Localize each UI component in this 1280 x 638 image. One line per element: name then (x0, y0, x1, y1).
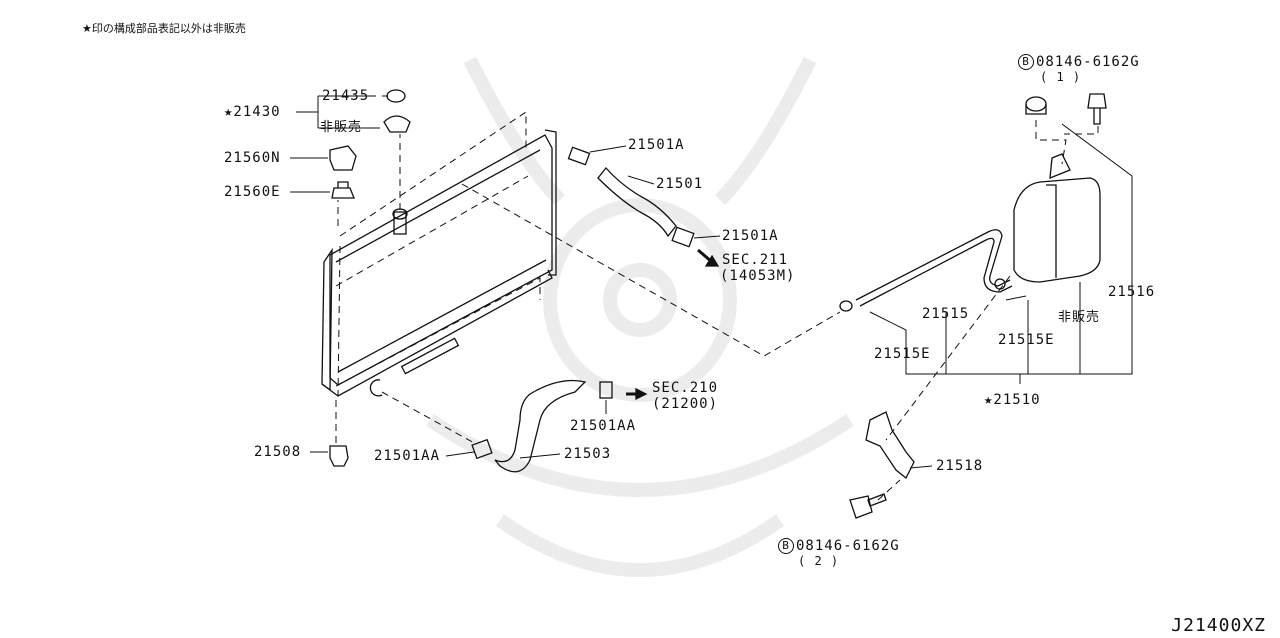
label-sec211-ref: (14053M) (720, 268, 796, 284)
overflow-hose (855, 229, 1011, 301)
label-21516: 21516 (1108, 284, 1156, 300)
label-21518: 21518 (936, 458, 984, 474)
hose-clamp-mid (671, 226, 695, 248)
hose-clip-21515E-right (994, 278, 1006, 290)
label-not-sold-tank: 非販売 (1058, 310, 1101, 325)
diagram-code: J21400XZ (1171, 615, 1266, 636)
label-21515: 21515 (922, 306, 970, 322)
drain-plug-21508 (329, 445, 349, 467)
bolt-top-number: 08146-6162G (1036, 54, 1140, 70)
label-not-sold-cap: 非販売 (320, 120, 363, 135)
mount-clip-21560N (329, 145, 357, 171)
reservoir-tank (1013, 96, 1101, 283)
label-21515E-right: 21515E (998, 332, 1055, 348)
bolt-top-circle: B (1018, 54, 1034, 70)
bolt-top-qty: ( 1 ) (1040, 70, 1082, 84)
bolt-top (1087, 93, 1107, 125)
radiator (321, 129, 557, 397)
label-21501AA-left: 21501AA (374, 448, 441, 464)
label-sec210-ref: (21200) (652, 396, 719, 412)
label-21560E: 21560E (224, 184, 281, 200)
label-21501A-mid: 21501A (722, 228, 779, 244)
mount-bushing-21560E (331, 181, 355, 199)
label-sec210: SEC.210 (652, 380, 719, 396)
label-21501A-top: 21501A (628, 137, 685, 153)
upper-hose (597, 166, 677, 238)
label-21435: 21435 (322, 88, 370, 104)
dashed-guides (335, 111, 1099, 501)
label-21515E-left: 21515E (874, 346, 931, 362)
label-21501: 21501 (656, 176, 704, 192)
hose-clamp-lower-right (599, 381, 613, 399)
label-21508: 21508 (254, 444, 302, 460)
hose-clip-21515E-left (839, 300, 853, 312)
label-21503: 21503 (564, 446, 612, 462)
label-sec211: SEC.211 (722, 252, 789, 268)
bolt-bottom-qty: ( 2 ) (798, 554, 840, 568)
bracket-21518 (865, 411, 915, 480)
bolt-bottom-circle: B (778, 538, 794, 554)
label-21510: ★21510 (984, 392, 1041, 408)
label-21430: ★21430 (224, 104, 281, 120)
label-21560N: 21560N (224, 150, 281, 166)
hose-clamp-top (567, 146, 591, 166)
bolt-bottom-number: 08146-6162G (796, 538, 900, 554)
header-note: ★印の構成部品表記以外は非販売 (82, 22, 246, 35)
label-21501AA-right: 21501AA (570, 418, 637, 434)
lower-hose (494, 379, 587, 473)
hose-clamp-lower-left (471, 438, 493, 460)
leader-lines (290, 95, 1133, 469)
bolt-bottom (849, 493, 887, 519)
